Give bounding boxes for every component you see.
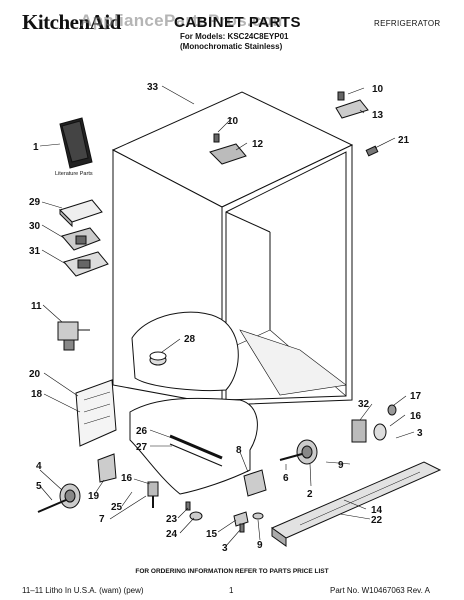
part-24-drawing <box>189 511 203 521</box>
callout-19: 19 <box>88 491 100 502</box>
callout-5: 5 <box>36 481 42 492</box>
callout-2: 2 <box>307 489 313 500</box>
callout-9-right: 9 <box>338 460 344 471</box>
model-info: For Models: KSC24C8EYP01 (Monochromatic … <box>180 32 288 52</box>
part-8-drawing <box>243 469 267 497</box>
cabinet-bottom-cutaway <box>131 311 239 391</box>
callout-29: 29 <box>29 197 41 208</box>
callout-28: 28 <box>184 334 196 345</box>
model-finish: (Monochromatic Stainless) <box>180 42 283 51</box>
callout-16: 16 <box>410 411 422 422</box>
part-29-drawing <box>59 199 103 228</box>
category-label: REFRIGERATOR <box>374 19 441 28</box>
part-12-drawing <box>209 133 247 165</box>
callout-10: 10 <box>227 116 239 127</box>
leader-lines <box>39 85 415 547</box>
callout-24: 24 <box>166 529 178 540</box>
callout-16-left: 16 <box>121 473 133 484</box>
callout-31: 31 <box>29 246 41 257</box>
callout-23: 23 <box>166 514 178 525</box>
callout-33: 33 <box>147 82 159 93</box>
brand-logo: KitchenAid <box>22 10 121 34</box>
callout-25: 25 <box>111 502 123 513</box>
part-15-drawing <box>233 511 249 527</box>
callout-9-bottom: 9 <box>257 540 263 551</box>
callout-12: 12 <box>252 139 264 150</box>
part-3-drawing <box>239 523 245 533</box>
callout-3-bottom: 3 <box>222 543 228 554</box>
callout-15: 15 <box>206 529 218 540</box>
part-11-drawing <box>57 321 90 351</box>
callout-6: 6 <box>283 473 289 484</box>
callout-1: 1 <box>33 142 39 153</box>
callout-17: 17 <box>410 391 422 402</box>
part-23-drawing <box>185 501 191 511</box>
wheel-left <box>37 483 81 513</box>
wheel-right <box>279 439 318 465</box>
callout-13: 13 <box>372 110 384 121</box>
callout-4: 4 <box>36 461 42 472</box>
part-20-drawing <box>75 379 117 447</box>
base-cutaway <box>129 397 258 495</box>
callout-32: 32 <box>358 399 370 410</box>
callout-21: 21 <box>398 135 410 146</box>
part-19-drawing <box>97 453 117 483</box>
cabinet-shell <box>111 91 354 406</box>
part-17-drawing <box>387 404 397 416</box>
part-30-drawing <box>61 227 101 251</box>
part-9-drawing <box>252 512 264 520</box>
page-number: 1 <box>229 586 234 595</box>
part-21-drawing <box>365 145 379 157</box>
part-13-drawing <box>335 91 369 119</box>
litho-info: 11–11 Litho In U.S.A. (wam) (pew) <box>22 586 144 595</box>
callout-14: 14 <box>371 505 383 516</box>
part-number: Part No. W10467063 Rev. A <box>330 586 430 595</box>
callout-10-top: 10 <box>372 84 384 95</box>
callout-3-right: 3 <box>417 428 423 439</box>
ordering-note: FOR ORDERING INFORMATION REFER TO PARTS … <box>135 568 329 575</box>
callout-11: 11 <box>31 301 42 312</box>
page-title: CABINET PARTS <box>174 14 302 31</box>
part-31-drawing <box>63 251 109 277</box>
callout-8: 8 <box>236 445 242 456</box>
callout-22: 22 <box>371 515 383 526</box>
callout-30: 30 <box>29 221 41 232</box>
literature-booklet <box>59 117 93 169</box>
literature-parts-label: Literature Parts <box>55 171 93 177</box>
callout-27: 27 <box>136 442 148 453</box>
callout-7: 7 <box>99 514 105 525</box>
model-number: For Models: KSC24C8EYP01 <box>180 32 289 41</box>
part-32-drawing <box>351 419 387 443</box>
callout-26: 26 <box>136 426 148 437</box>
callout-18: 18 <box>31 389 43 400</box>
watermark: AppliancePartsPros.com <box>80 11 288 30</box>
part-7-drawing <box>147 481 159 508</box>
part-22-grille <box>270 461 442 547</box>
callout-20: 20 <box>29 369 41 380</box>
